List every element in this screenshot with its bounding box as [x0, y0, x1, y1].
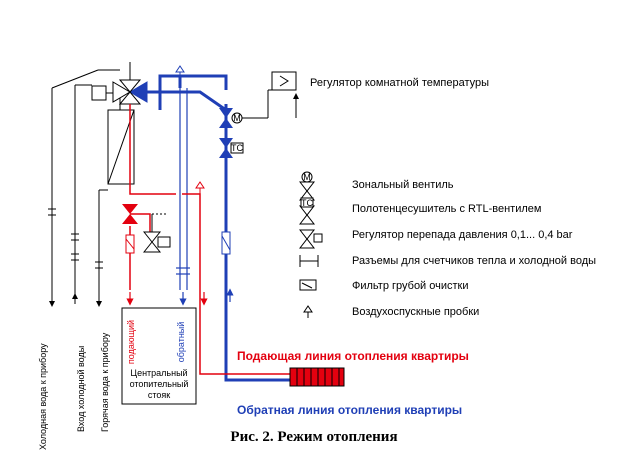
zone-valve-letter: M: [233, 113, 241, 123]
cold-water-in-label: Вход холодной воды: [76, 346, 86, 432]
central-riser: подающий обратный Центральный отопительн…: [121, 307, 197, 405]
legend-air-vent-icon: [303, 305, 313, 318]
riser-supply-label: подающий: [126, 320, 136, 364]
legend-meter-connector-label: Разъемы для счетчиков тепла и холодной в…: [352, 255, 596, 267]
legend-zone-valve-label: Зональный вентиль: [352, 179, 454, 191]
air-vents: [175, 65, 205, 194]
legend-towel-dryer-icon: TC: [298, 197, 316, 225]
radiator: [289, 367, 345, 387]
towel-dryer-valve: TC: [219, 138, 244, 158]
return-pipeline: [147, 74, 290, 382]
riser-title-line1: Центральный: [130, 368, 187, 378]
supply-pipeline: [122, 104, 290, 375]
legend-zone-valve-icon: M: [298, 171, 316, 201]
riser-title-line2: отопительный: [130, 379, 189, 389]
legend-pressure-regulator-label: Регулятор перепада давления 0,1... 0,4 b…: [352, 229, 573, 241]
zone-valve: M: [219, 89, 272, 128]
legend-filter-label: Фильтр грубой очистки: [352, 280, 469, 292]
legend: M Зональный вентиль TC Полотенцесушитель…: [298, 171, 596, 318]
legend-zone-valve-letter: M: [303, 172, 311, 182]
cold-water-out-label: Холодная вода к прибору: [38, 343, 48, 450]
room-regulator-label: Регулятор комнатной температуры: [310, 77, 489, 89]
riser-return-label: обратный: [176, 322, 186, 363]
legend-meter-connector-icon: [299, 255, 319, 267]
legend-towel-dryer-letter: TC: [301, 198, 313, 208]
hot-water-out-label: Горячая вода к прибору: [100, 332, 110, 432]
towel-dryer-valve-letter: TC: [231, 143, 243, 153]
return-line-label: Обратная линия отопления квартиры: [237, 403, 462, 417]
legend-filter-icon: [299, 279, 317, 291]
legend-air-vent-label: Воздухоспускные пробки: [352, 306, 479, 318]
legend-pressure-regulator-icon: [298, 229, 323, 249]
riser-title-line3: стояк: [148, 390, 170, 400]
water-lines: [48, 69, 120, 307]
room-thermostat: Регулятор комнатной температуры: [271, 71, 489, 118]
supply-line-label: Подающая линия отопления квартиры: [237, 349, 469, 363]
figure-caption: Рис. 2. Режим отопления: [230, 429, 397, 445]
three-way-valve: [112, 62, 148, 105]
legend-towel-dryer-label: Полотенцесушитель с RTL-вентилем: [352, 203, 541, 215]
